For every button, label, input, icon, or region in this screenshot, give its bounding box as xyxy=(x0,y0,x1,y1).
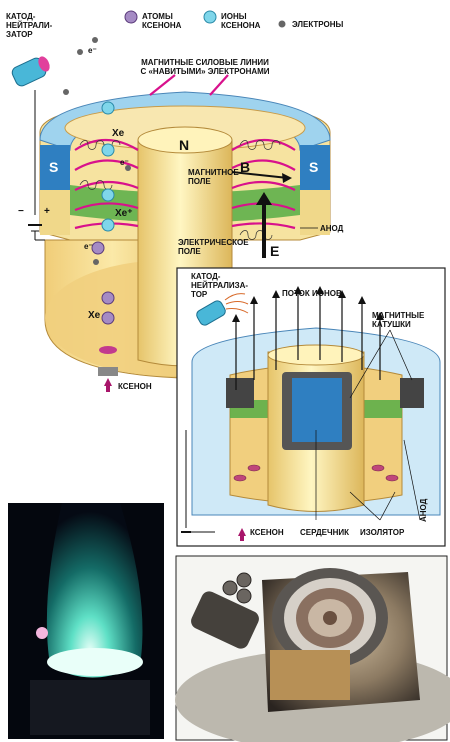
ion-flow-arrows xyxy=(235,292,381,390)
plus-label: + xyxy=(44,206,50,217)
legend-ions-label: ИОНЫ КСЕНОНА xyxy=(221,12,261,30)
magnet-s-right xyxy=(300,145,330,190)
xenon-label: КСЕНОН xyxy=(118,382,152,391)
minus-label: − xyxy=(18,206,24,217)
inset-anode-label: АНОД xyxy=(419,498,428,522)
b-arrow xyxy=(231,171,289,179)
south-pole-left-label: S xyxy=(49,159,59,175)
legend-atoms-label: АТОМЫ КСЕНОНА xyxy=(142,12,182,30)
ion-legend-icon xyxy=(203,10,217,24)
e-minus-label-1: e⁻ xyxy=(84,242,93,251)
north-pole-label: N xyxy=(179,137,190,153)
coils-label: МАГНИТНЫЕ КАТУШКИ xyxy=(372,311,425,329)
thruster-photo xyxy=(175,555,450,742)
xe-label: Xe xyxy=(88,310,101,321)
legend-electrons-label: ЭЛЕКТРОНЫ xyxy=(292,20,344,29)
inset-cathode-label: КАТОД- НЕЙТРАЛИЗА- ТОР xyxy=(191,272,249,299)
inset-diagram xyxy=(176,267,446,547)
field-lines-label: МАГНИТНЫЕ СИЛОВЫЕ ЛИНИИ С «НАВИТЫМИ» ЭЛЕ… xyxy=(140,58,270,76)
top-thruster xyxy=(11,37,331,392)
e-label: E xyxy=(270,243,280,259)
plume-photo xyxy=(8,503,164,739)
inset-xenon-label: КСЕНОН xyxy=(250,528,284,537)
e-minus-label-2: e⁻ xyxy=(120,158,129,167)
south-pole-right-label: S xyxy=(309,159,319,175)
xe-plus-label-1: Xe xyxy=(112,128,125,139)
mag-field-label: МАГНИТНОЕ ПОЛЕ xyxy=(188,168,239,186)
b-label: B xyxy=(240,159,251,175)
legend-cathode-label: КАТОД- НЕЙТРАЛИ- ЗАТОР xyxy=(6,12,53,39)
coil-right xyxy=(400,378,424,408)
insulator-label: ИЗОЛЯТОР xyxy=(360,528,405,537)
coil-left xyxy=(226,378,254,408)
ion-flow-label: ПОТОК ИОНОВ xyxy=(282,289,342,298)
inset-core-blue xyxy=(292,378,342,442)
atom-legend-icon xyxy=(124,10,138,24)
core-label: СЕРДЕЧНИК xyxy=(300,528,350,537)
field-lines xyxy=(74,74,296,230)
el-field-label: ЭЛЕКТРИЧЕСКОЕ ПОЛЕ xyxy=(178,238,249,256)
core-top xyxy=(137,126,233,154)
magnet-s-left xyxy=(40,145,70,190)
e-minus-label-3: e⁻ xyxy=(88,46,97,55)
particles xyxy=(63,37,131,354)
xe-plus-label-2: Xe⁺ xyxy=(115,208,133,219)
electron-legend-icon xyxy=(278,20,286,28)
anode-label: АНОД xyxy=(320,224,344,233)
top-cathode xyxy=(11,56,50,87)
